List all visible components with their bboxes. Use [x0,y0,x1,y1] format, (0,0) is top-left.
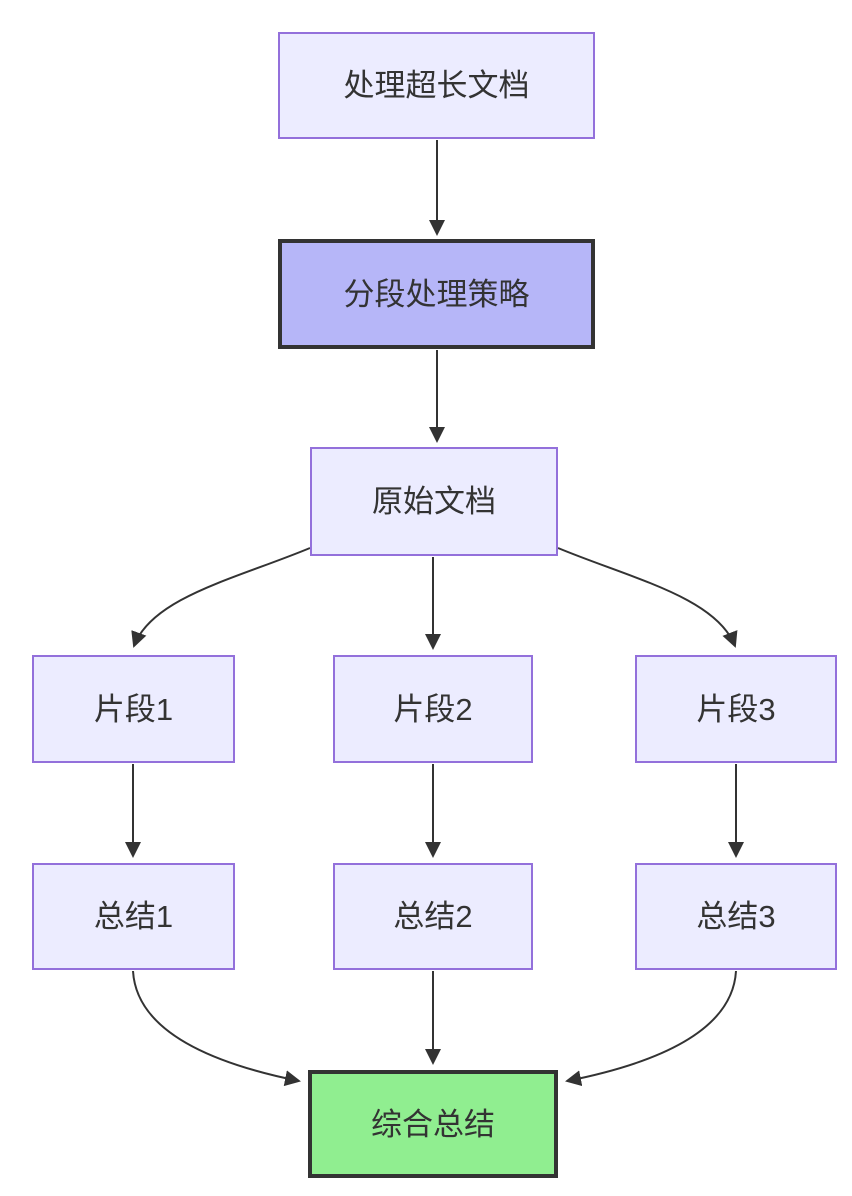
node-fragment-2-label: 片段2 [393,691,473,727]
edge-original-fragment3 [557,547,738,648]
node-original-document-label: 原始文档 [372,484,496,519]
node-fragment-1: 片段1 [32,655,235,763]
node-final-summary-label: 综合总结 [371,1106,495,1142]
node-fragment-3-label: 片段3 [696,691,776,727]
node-fragment-3: 片段3 [635,655,837,763]
node-handle-long-document-label: 处理超长文档 [343,68,530,103]
node-summary-1: 总结1 [32,863,235,970]
node-summary-3: 总结3 [635,863,837,970]
edge-summary3-final [565,970,737,1087]
node-original-document: 原始文档 [310,447,558,556]
node-summary-2: 总结2 [333,863,533,970]
node-fragment-1-label: 片段1 [93,691,174,727]
node-segmentation-strategy: 分段处理策略 [278,239,595,349]
node-summary-1-label: 总结1 [93,899,174,934]
edge-original-fragment1 [131,547,311,648]
node-final-summary: 综合总结 [308,1070,558,1178]
node-handle-long-document: 处理超长文档 [278,32,595,139]
node-summary-2-label: 总结2 [393,899,473,934]
edge-summary1-final [132,970,301,1087]
node-fragment-2: 片段2 [333,655,533,763]
node-segmentation-strategy-label: 分段处理策略 [343,276,530,312]
node-summary-3-label: 总结3 [696,899,776,934]
